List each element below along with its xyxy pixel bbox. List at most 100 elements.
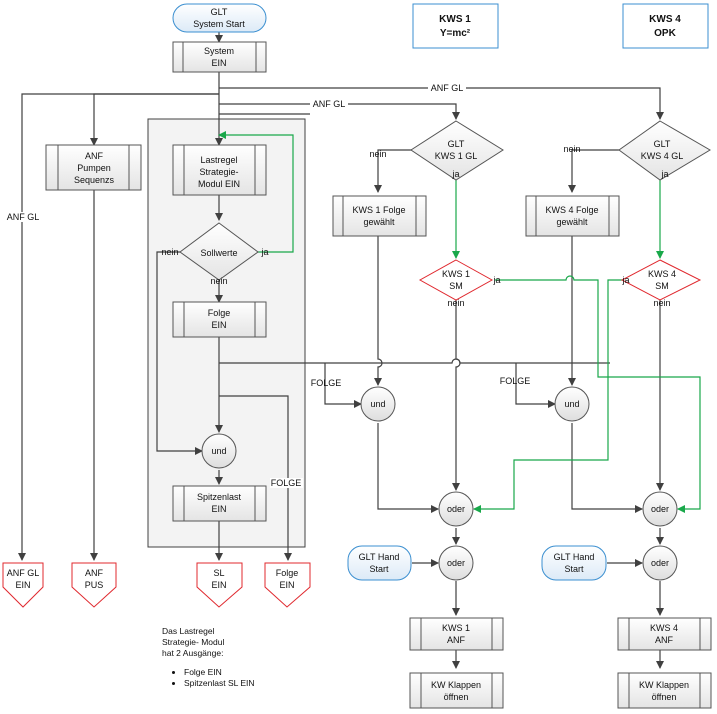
kws1-header-line1: KWS 1 [439,14,471,25]
svg-text:ANF: ANF [655,635,674,645]
note-bullets: Folge EIN Spitzenlast SL EIN [162,667,255,689]
process-kws4-anf: KWS 4 ANF [617,617,712,651]
label-kws4-gl-ja: ja [660,169,668,179]
label-sollwerte-nein-bottom: nein [210,276,227,286]
svg-text:KWS 4 Folge: KWS 4 Folge [545,205,598,215]
glt-hand-start-kws1: GLT Hand Start [347,545,412,581]
svg-text:oder: oder [651,558,669,568]
glt-hand-start-kws4: GLT Hand Start [541,545,607,581]
label-folge-inner: FOLGE [271,478,302,488]
svg-text:ANF GL: ANF GL [7,568,40,578]
green-connectors [218,131,701,513]
process-kws1-anf: KWS 1 ANF [409,617,504,651]
note-line-2: Strategie- Modul [162,637,225,647]
lastregel-note: Das Lastregel Strategie- Modul hat 2 Aus… [162,626,255,689]
svg-text:EIN: EIN [211,320,226,330]
svg-text:Strategie-: Strategie- [199,167,238,177]
svg-text:Folge: Folge [276,568,299,578]
svg-text:ANF: ANF [447,635,466,645]
label-sollwerte-nein-left: nein [161,247,178,257]
process-kws1-folge: KWS 1 Folge gewählt [332,195,427,237]
kws1-header [412,3,499,49]
svg-text:ANF: ANF [85,151,104,161]
edge-labels: ANF GL ANF GL ANF GL nein ja nein FOLGE … [4,83,671,488]
label-kws1-gl-ja: ja [451,169,459,179]
svg-text:System: System [204,46,234,56]
label-kws1-sm-nein: nein [447,298,464,308]
svg-text:KW Klappen: KW Klappen [431,680,481,690]
svg-text:Folge: Folge [208,308,231,318]
connectors [18,32,664,669]
gate-oder-kws1-a: oder [438,491,474,527]
svg-text:GLT Hand: GLT Hand [359,552,400,562]
start-line1: GLT [211,7,228,17]
note-line-1: Das Lastregel [162,626,215,636]
label-anf-gl-left: ANF GL [7,212,40,222]
gate-und-kws1: und [360,386,396,422]
svg-text:GLT Hand: GLT Hand [554,552,595,562]
decision-kws1-sm: KWS 1 SM [418,259,494,301]
note-line-3: hat 2 Ausgänge: [162,648,224,658]
svg-text:KWS 4: KWS 4 [648,269,676,279]
svg-text:oder: oder [651,504,669,514]
process-kws4-folge: KWS 4 Folge gewählt [525,195,620,237]
kws4-header-line1: KWS 4 [649,14,681,25]
svg-text:gewählt: gewählt [556,217,588,227]
svg-text:gewählt: gewählt [363,217,395,227]
label-anf-gl-mid: ANF GL [313,99,346,109]
process-folge-ein: Folge EIN [172,301,267,338]
label-kws4-sm-ja: ja [621,275,629,285]
svg-text:GLT: GLT [654,139,671,149]
svg-text:EIN: EIN [211,504,226,514]
svg-text:EIN: EIN [211,580,226,590]
output-anf-gl-ein: ANF GL EIN [2,562,44,608]
kws4-header [622,3,709,49]
svg-text:SL: SL [213,568,224,578]
svg-text:Modul EIN: Modul EIN [198,179,240,189]
svg-text:KWS 4 GL: KWS 4 GL [641,151,684,161]
svg-text:Sollwerte: Sollwerte [200,248,237,258]
svg-text:und: und [370,399,385,409]
svg-text:Pumpen: Pumpen [77,163,111,173]
kws1-header-line2: Y=mc² [440,28,471,39]
note-bullet-folge: Folge EIN [184,667,255,678]
svg-text:Lastregel: Lastregel [200,155,237,165]
output-sl-ein: SL EIN [196,562,243,608]
process-anf-pumpen: ANF Pumpen Sequenzs [45,144,142,191]
svg-text:Sequenzs: Sequenzs [74,175,115,185]
output-folge-ein: Folge EIN [264,562,311,608]
label-anf-gl-top: ANF GL [431,83,464,93]
svg-text:KWS 1: KWS 1 [442,269,470,279]
decision-glt-kws1-gl: GLT KWS 1 GL [410,120,504,181]
svg-text:EIN: EIN [279,580,294,590]
kws4-header-line2: OPK [654,28,676,39]
gate-und-kws4: und [554,386,590,422]
process-klappen1: KW Klappen öffnen [409,672,504,709]
svg-text:PUS: PUS [85,580,104,590]
svg-text:KW Klappen: KW Klappen [639,680,689,690]
svg-text:EIN: EIN [15,580,30,590]
svg-text:ANF: ANF [85,568,104,578]
svg-text:SM: SM [449,281,463,291]
glt-system-start [172,3,267,33]
process-lastregel: Lastregel Strategie- Modul EIN [172,144,267,196]
label-kws1-sm-ja: ja [492,275,500,285]
label-sollwerte-ja: ja [260,247,268,257]
output-anf-pus: ANF PUS [71,562,117,608]
svg-text:und: und [564,399,579,409]
svg-text:KWS 1 GL: KWS 1 GL [435,151,478,161]
svg-text:und: und [211,446,226,456]
decision-glt-kws4-gl: GLT KWS 4 GL [618,120,711,181]
svg-text:EIN: EIN [211,58,226,68]
svg-text:KWS 1 Folge: KWS 1 Folge [352,205,405,215]
decision-kws4-sm: KWS 4 SM [620,259,702,301]
gate-oder-kws4-b: oder [642,545,678,581]
process-klappen4: KW Klappen öffnen [617,672,712,709]
svg-text:Start: Start [369,564,389,574]
label-folge-kws1: FOLGE [311,378,342,388]
label-folge-kws4: FOLGE [500,376,531,386]
label-kws4-gl-nein: nein [563,144,580,154]
gate-oder-kws4-a: oder [642,491,678,527]
gate-und-left: und [201,433,237,469]
